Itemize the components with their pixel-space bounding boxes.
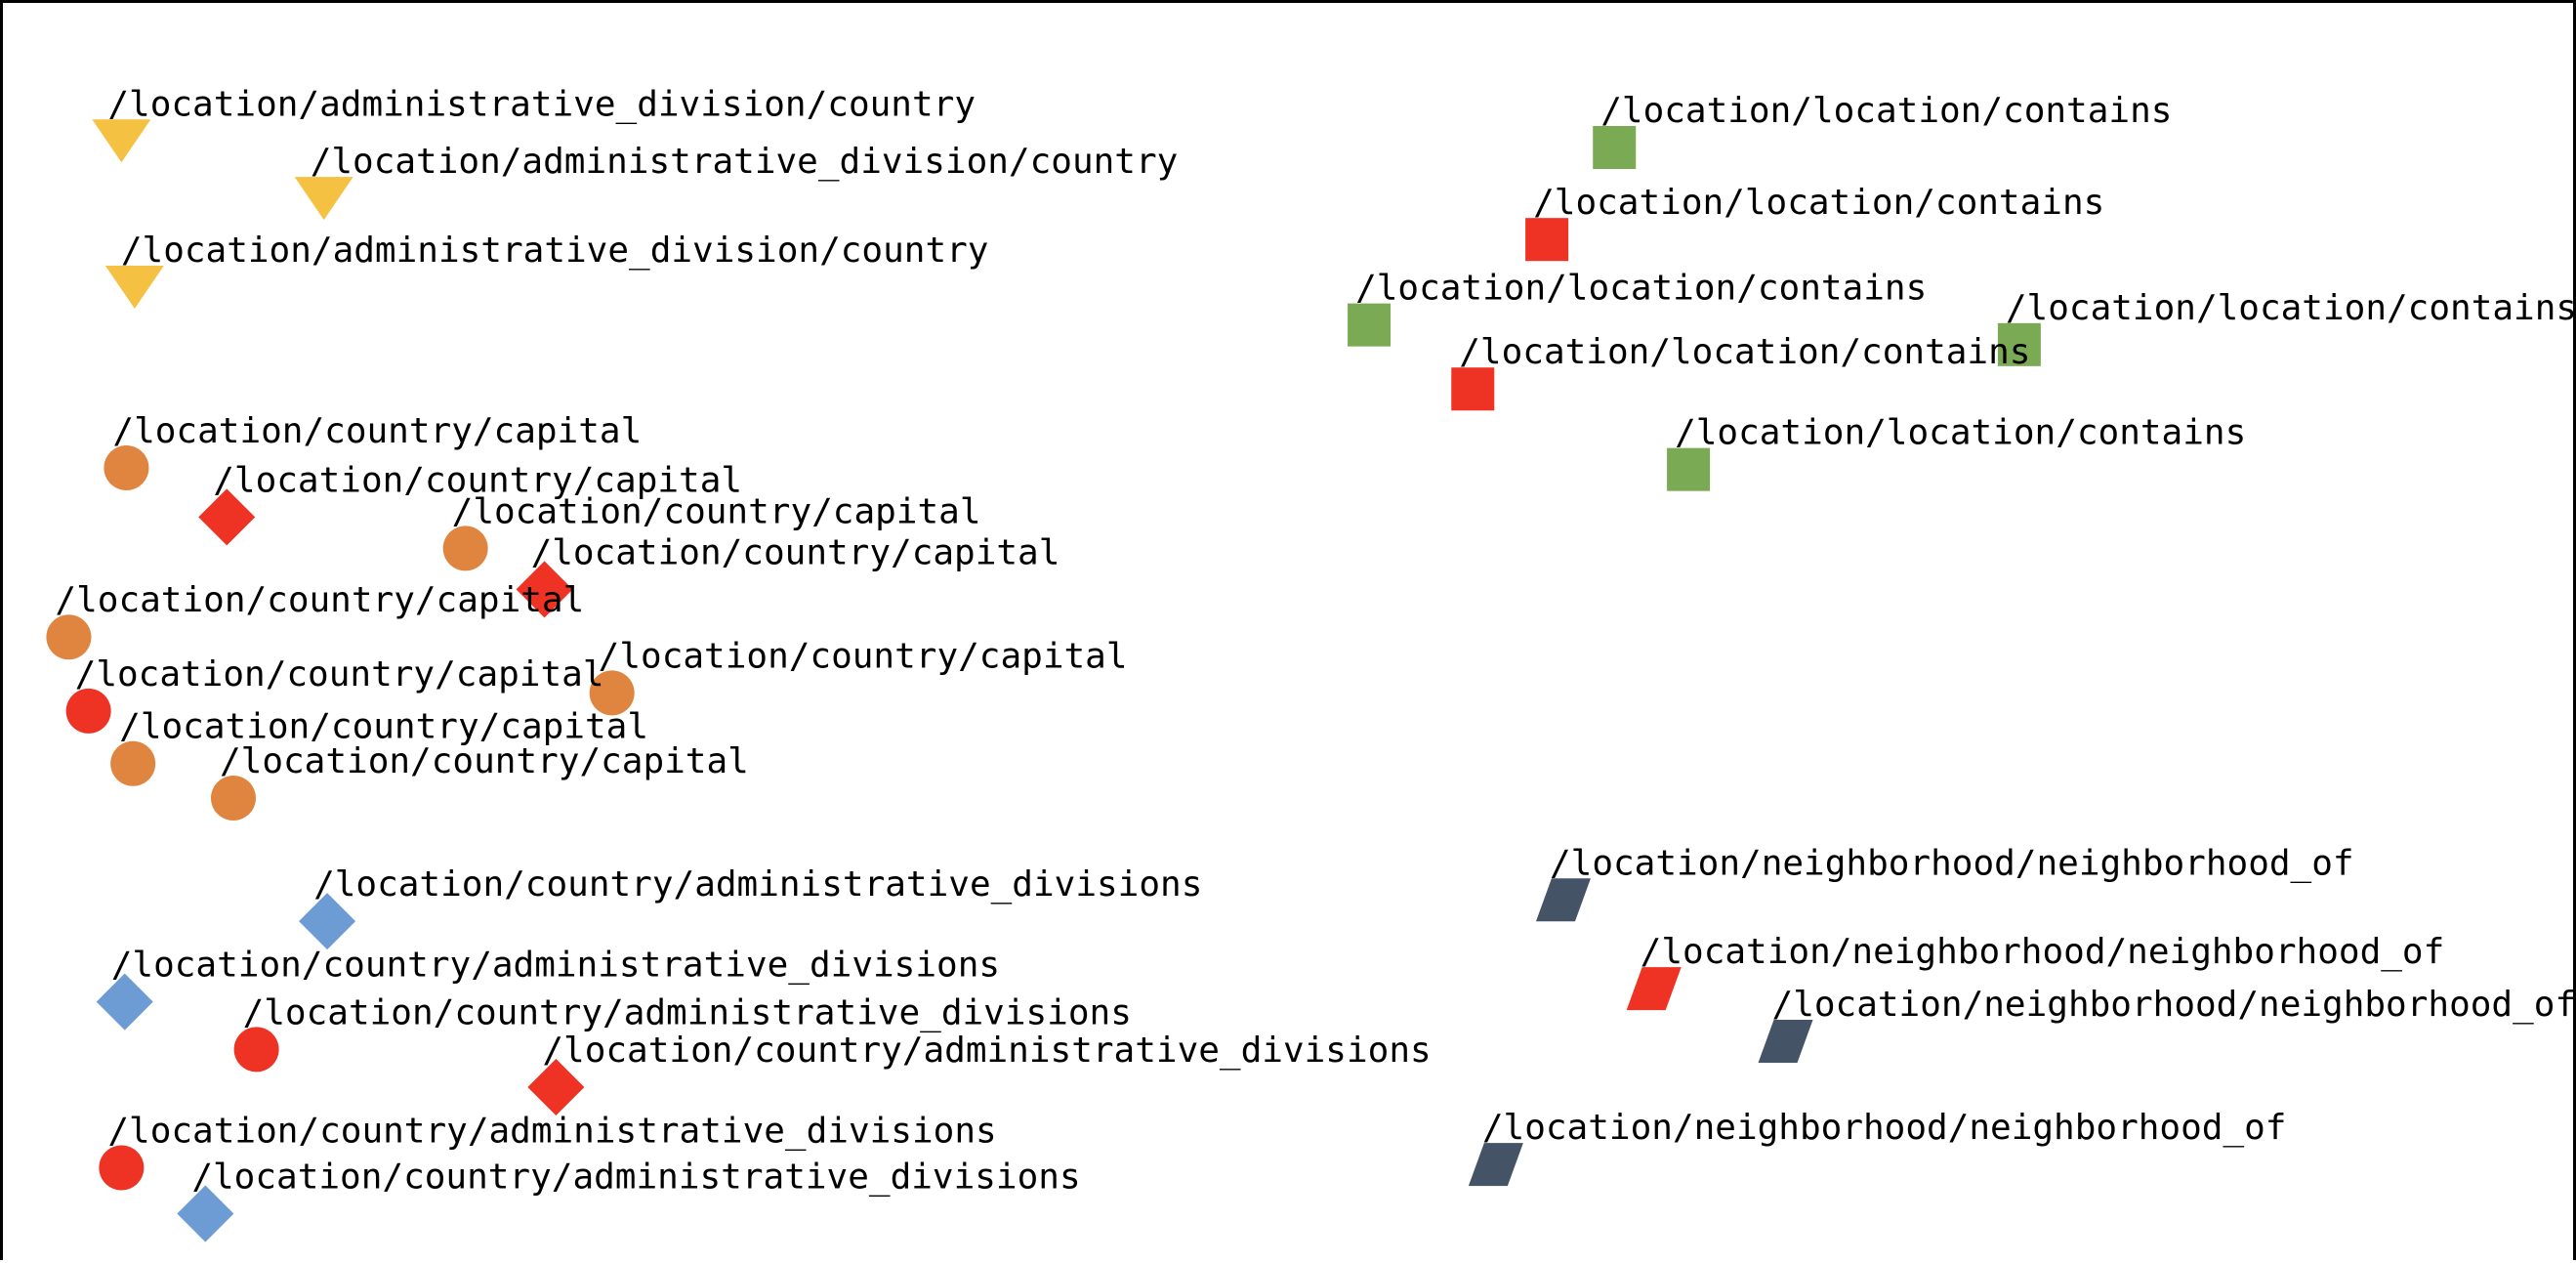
scatter-plot: /location/administrative_division/countr… xyxy=(46,84,2576,1242)
point-marker-18 xyxy=(1593,126,1637,170)
point-label-7: /location/country/capital xyxy=(55,580,584,620)
point-label-24: /location/neighborhood/neighborhood_of xyxy=(1550,843,2354,883)
point-label-25: /location/neighborhood/neighborhood_of xyxy=(1641,932,2445,972)
point-label-14: /location/country/administrative_divisio… xyxy=(243,992,1132,1032)
point-marker-12 xyxy=(299,893,356,950)
point-label-8: /location/country/capital xyxy=(599,636,1128,676)
point-label-26: /location/neighborhood/neighborhood_of xyxy=(1772,985,2576,1025)
point-marker-14 xyxy=(233,1027,279,1073)
point-marker-15 xyxy=(527,1059,585,1116)
point-marker-11 xyxy=(210,776,256,821)
point-marker-17 xyxy=(177,1185,234,1242)
point-marker-3 xyxy=(104,444,149,490)
point-marker-0 xyxy=(92,119,151,163)
point-marker-7 xyxy=(46,614,92,660)
point-marker-19 xyxy=(1525,218,1569,262)
point-label-1: /location/administrative_division/countr… xyxy=(311,142,1179,182)
point-marker-26 xyxy=(1758,1019,1813,1063)
point-marker-24 xyxy=(1535,878,1591,922)
point-label-27: /location/neighborhood/neighborhood_of xyxy=(1482,1108,2287,1148)
point-label-21: /location/location/contains xyxy=(2006,288,2576,328)
point-label-10: /location/country/capital xyxy=(119,707,648,747)
point-label-13: /location/country/administrative_divisio… xyxy=(111,946,1000,986)
point-marker-6 xyxy=(516,561,573,618)
point-label-2: /location/administrative_division/countr… xyxy=(121,231,989,271)
point-marker-5 xyxy=(442,526,488,571)
point-label-3: /location/country/capital xyxy=(112,411,642,451)
point-label-5: /location/country/capital xyxy=(452,491,981,531)
point-marker-13 xyxy=(96,973,153,1031)
point-label-22: /location/location/contains xyxy=(1459,332,2030,372)
point-marker-8 xyxy=(589,670,635,716)
point-label-9: /location/country/capital xyxy=(75,654,604,695)
point-marker-9 xyxy=(65,688,111,734)
point-marker-25 xyxy=(1626,967,1682,1011)
point-label-6: /location/country/capital xyxy=(531,532,1060,572)
point-label-4: /location/country/capital xyxy=(213,460,742,500)
point-marker-16 xyxy=(99,1145,145,1191)
point-marker-22 xyxy=(1451,367,1495,411)
point-label-19: /location/location/contains xyxy=(1533,183,2104,223)
point-marker-10 xyxy=(110,740,156,786)
point-marker-27 xyxy=(1468,1143,1523,1187)
point-label-0: /location/administrative_division/countr… xyxy=(107,84,976,124)
point-marker-21 xyxy=(1997,322,2041,366)
point-marker-1 xyxy=(294,177,353,221)
point-label-12: /location/country/administrative_divisio… xyxy=(313,864,1202,905)
point-label-20: /location/location/contains xyxy=(1355,269,1927,309)
point-label-15: /location/country/administrative_divisio… xyxy=(542,1031,1431,1071)
point-label-11: /location/country/capital xyxy=(220,741,749,781)
point-label-18: /location/location/contains xyxy=(1600,91,2172,131)
point-label-17: /location/country/administrative_divisio… xyxy=(191,1158,1080,1198)
point-marker-20 xyxy=(1348,303,1392,347)
point-marker-23 xyxy=(1667,447,1711,491)
point-label-23: /location/location/contains xyxy=(1675,413,2246,453)
point-marker-2 xyxy=(104,265,164,309)
label-layer: /location/administrative_division/countr… xyxy=(55,84,2576,1197)
point-label-16: /location/country/administrative_divisio… xyxy=(107,1111,996,1151)
